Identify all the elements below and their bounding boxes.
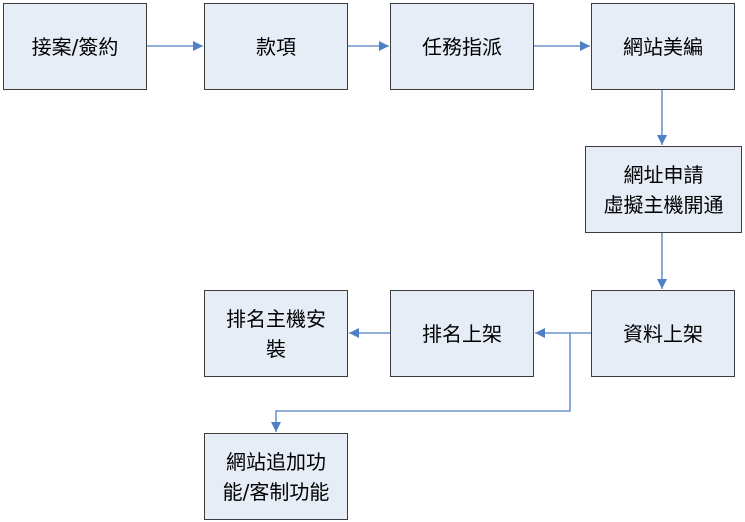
node-domain-hosting-line-1: 網址申請 [623, 162, 704, 187]
node-data-upload: 資料上架 [591, 290, 735, 377]
node-ranking-upload-text: 排名上架 [422, 319, 502, 349]
node-data-upload-text: 資料上架 [623, 319, 703, 349]
node-domain-hosting-line-2: 虛擬主機開通 [603, 192, 724, 217]
node-assignment-text: 任務指派 [422, 32, 502, 62]
node-extra-features: 網站追加功 能/客制功能 [204, 433, 348, 520]
node-contract-line-1: 接案/簽約 [31, 34, 119, 59]
node-extra-features-line-1: 網站追加功 [226, 449, 326, 474]
node-data-upload-line-1: 資料上架 [623, 321, 703, 346]
node-extra-features-text: 網站追加功 能/客制功能 [223, 447, 330, 507]
node-design-text: 網站美編 [623, 32, 703, 62]
node-payment: 款項 [204, 3, 348, 90]
node-domain-hosting: 網址申請 虛擬主機開通 [585, 146, 742, 233]
node-design: 網站美編 [591, 3, 735, 90]
node-payment-text: 款項 [256, 32, 296, 62]
node-extra-features-line-2: 能/客制功能 [222, 479, 330, 504]
node-design-line-1: 網站美編 [623, 34, 703, 59]
node-ranking-install-text: 排名主機安 裝 [226, 304, 326, 364]
node-ranking-install-line-2: 裝 [266, 336, 286, 361]
node-ranking-upload-line-1: 排名上架 [422, 321, 502, 346]
node-ranking-install-line-1: 排名主機安 [226, 306, 326, 331]
arrow-data-upload-to-extra-features [271, 333, 571, 432]
node-ranking-upload: 排名上架 [390, 290, 534, 377]
node-assignment: 任務指派 [390, 3, 534, 90]
node-domain-hosting-text: 網址申請 虛擬主機開通 [604, 160, 724, 220]
node-ranking-install: 排名主機安 裝 [204, 290, 348, 377]
node-contract-text: 接案/簽約 [32, 32, 119, 62]
node-payment-line-1: 款項 [256, 34, 296, 59]
node-assignment-line-1: 任務指派 [422, 34, 502, 59]
node-contract: 接案/簽約 [3, 3, 147, 90]
